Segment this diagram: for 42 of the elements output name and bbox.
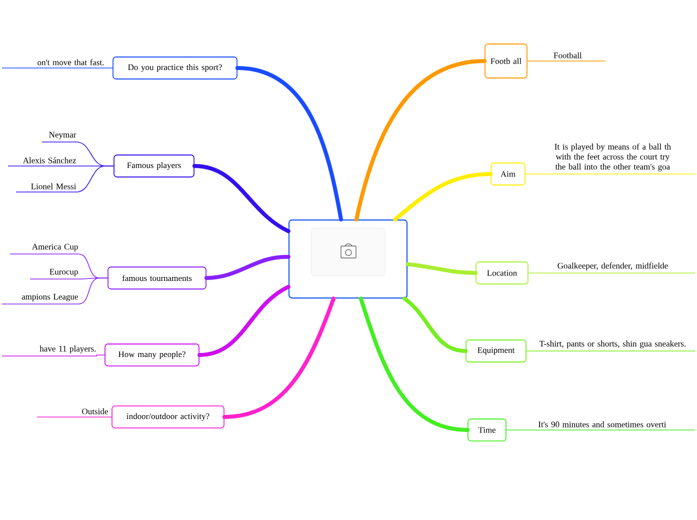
branch-text: Neymar [49,132,76,140]
branch-line [222,296,336,419]
branch-line [526,350,696,352]
topic-box: Do you practice this sport? [112,56,238,80]
branch-text: on't move that fast. [38,59,104,66]
topic-box: Footb all [484,44,528,78]
topic-box: Aim [490,162,526,186]
branch-line [16,166,114,192]
central-topic-box [288,219,408,299]
topic-box: indoor/outdoor activity? [112,406,224,428]
topic-box: Equipment [466,340,526,362]
branch-text: Eurocup [50,268,78,276]
branch-text: America Cup [32,244,78,252]
topic-box: Time [468,418,506,442]
branch-line [528,272,696,274]
topic-box: famous tournaments [108,266,206,290]
topic-box: Famous players [114,154,194,178]
branch-line [406,262,478,275]
branch-line [235,66,344,222]
branch-text: Football [554,52,582,58]
topic-box: How many people? [104,344,200,366]
branch-text: ampions League [22,294,78,302]
topic-box: Location [476,262,528,284]
branch-text: have 11 players. [40,346,96,354]
branch-text: Lionel Messi [31,183,76,190]
branch-text: Alexis Sánchez [22,157,76,164]
branch-line [204,254,290,280]
branch-line [2,278,108,304]
branch-text: It is played by means of a ball th with the feet across the court try the ball into the other team's goa [554,143,671,172]
branch-line [527,60,606,62]
branch-text: Goalkeeper, defender, midfielde [558,262,668,270]
branch-text: It's 90 minutes and sometimes overti [538,421,666,428]
branch-line [393,172,493,222]
branch-line [2,354,105,356]
branch-line [197,284,290,357]
branch-text: Outside [82,408,108,414]
branch-line [402,296,468,353]
branch-line [354,59,487,222]
branch-text: T-shirt, pants or shorts, shin gua sneakers. [539,340,686,348]
branch-line [192,164,290,234]
branch-line [36,416,112,418]
branch-line [358,296,470,432]
